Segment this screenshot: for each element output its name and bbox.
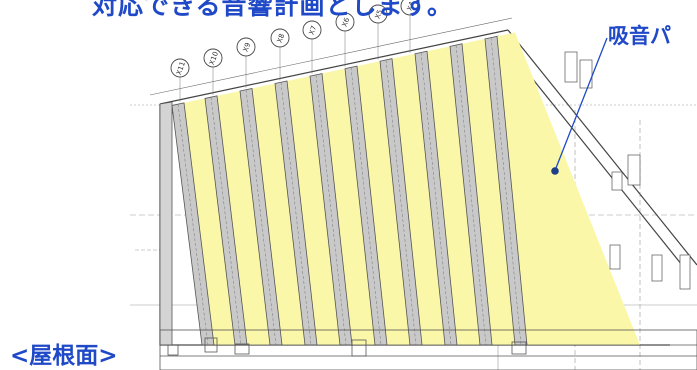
grid-markers: X11 X10 X9 X8 X7 X6 X5 X4 [170, 0, 420, 102]
roof-beams [159, 35, 528, 346]
grid-marker-label: X8 [276, 33, 287, 44]
grid-marker-label: X9 [242, 42, 253, 53]
acoustic-panel [392, 53, 445, 345]
top-caption: 対応できる音響計画とします。 [92, 0, 454, 20]
beam-centerline [490, 37, 522, 346]
grid-marker-label: X5 [374, 9, 385, 20]
callout-label: 吸音パ [608, 24, 671, 48]
beam-centerline [245, 89, 277, 346]
grid-marker: X8 [270, 28, 290, 48]
edge-beam [159, 101, 173, 346]
acoustic-panel [184, 98, 235, 346]
beam-centerline [177, 104, 209, 346]
beam-centerline [350, 67, 382, 346]
grid-marker-label: X7 [308, 25, 319, 36]
bottom-structure [159, 329, 697, 370]
grid-marker: X9 [236, 37, 256, 57]
grid-marker: X11 [170, 58, 190, 78]
beam-centerline [420, 52, 452, 346]
acoustic-panel [322, 68, 375, 345]
acoustic-panel-strips [184, 32, 640, 346]
acoustic-panel [287, 76, 340, 345]
acoustic-panel [462, 38, 515, 345]
acoustic-panel [217, 90, 270, 346]
beam-centerline [280, 82, 312, 346]
annotation-boxes [564, 51, 691, 290]
acoustic-panel [252, 83, 305, 346]
callout-leader [551, 37, 608, 175]
beam-centerline [315, 74, 347, 346]
beam-centerline [210, 97, 242, 346]
grid-marker: X10 [203, 48, 223, 68]
view-label: <屋根面> [10, 343, 118, 369]
acoustic-panel [497, 32, 640, 345]
acoustic-panel [427, 46, 480, 345]
grid-marker-label: X4 [406, 0, 417, 12]
beam-centerline [385, 59, 417, 346]
grid-marker: X7 [302, 20, 322, 40]
grid-marker-label: X6 [341, 16, 352, 28]
acoustic-panel [357, 61, 410, 346]
beam-centerline [455, 45, 487, 346]
dimension-ticks [149, 17, 513, 96]
